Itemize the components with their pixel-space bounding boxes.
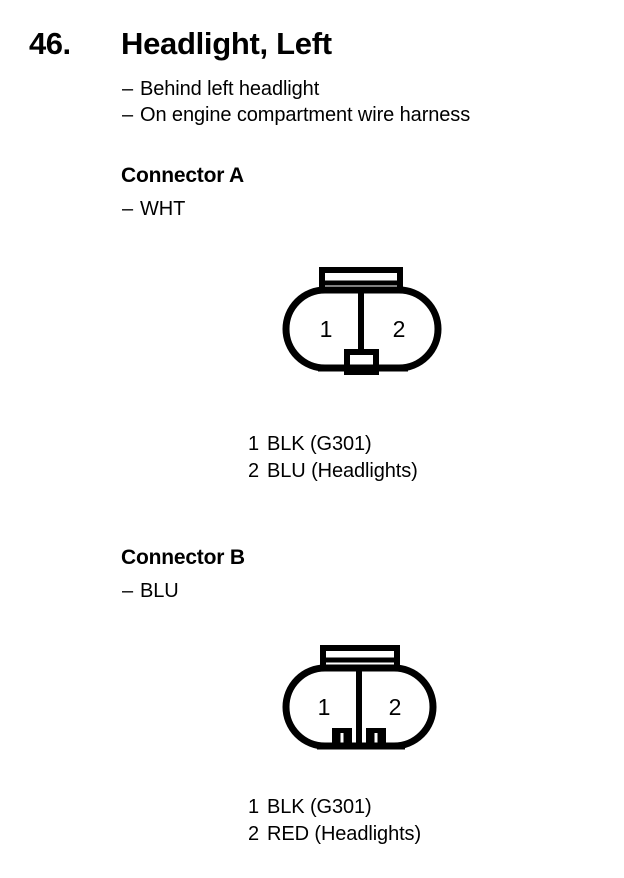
location-note-item: –On engine compartment wire harness <box>122 102 602 128</box>
pin-row: 2 BLU (Headlights) <box>244 458 418 485</box>
connector-b-cavity-label-2: 2 <box>389 694 402 720</box>
pin-label: RED (Headlights) <box>267 823 422 845</box>
connector-b-diagram: 1 2 <box>282 645 437 750</box>
pin-row: 2 RED (Headlights) <box>244 821 421 848</box>
page-title: Headlight, Left <box>121 26 332 61</box>
location-note-item: –Behind left headlight <box>122 76 602 102</box>
pin-label: BLK (G301) <box>267 796 372 818</box>
item-number: 46. <box>29 26 71 61</box>
dash-icon: – <box>122 78 134 100</box>
connector-b-cavity-label-1: 1 <box>318 694 331 720</box>
connector-b-heading: Connector B <box>121 546 245 569</box>
connector-b-color-label: BLU <box>140 580 179 602</box>
location-note-text: On engine compartment wire harness <box>140 104 471 126</box>
connector-b-color-note: –BLU <box>122 578 179 604</box>
connector-a-heading: Connector A <box>121 164 245 187</box>
connector-a-cavity-label-1: 1 <box>320 316 333 342</box>
connector-a-pin-list: 1 BLK (G301) 2 BLU (Headlights) <box>244 431 418 485</box>
pin-number: 1 <box>247 796 259 818</box>
pin-label: BLU (Headlights) <box>267 460 418 482</box>
dash-icon: – <box>122 580 134 602</box>
location-note-text: Behind left headlight <box>140 78 320 100</box>
connector-a-color-note: –WHT <box>122 196 185 222</box>
connector-a-diagram: 1 2 <box>282 267 442 375</box>
page-header: 46. Headlight, Left <box>0 24 624 68</box>
pin-row: 1 BLK (G301) <box>244 794 421 821</box>
connector-a-color-label: WHT <box>140 198 186 220</box>
dash-icon: – <box>122 104 134 126</box>
dash-icon: – <box>122 198 134 220</box>
pin-number: 2 <box>247 460 259 482</box>
pin-number: 2 <box>247 823 259 845</box>
location-notes-list: –Behind left headlight –On engine compar… <box>122 76 602 128</box>
pin-label: BLK (G301) <box>267 433 372 455</box>
pin-number: 1 <box>247 433 259 455</box>
pin-row: 1 BLK (G301) <box>244 431 418 458</box>
connector-b-pin-list: 1 BLK (G301) 2 RED (Headlights) <box>244 794 421 848</box>
connector-a-cavity-label-2: 2 <box>393 316 406 342</box>
